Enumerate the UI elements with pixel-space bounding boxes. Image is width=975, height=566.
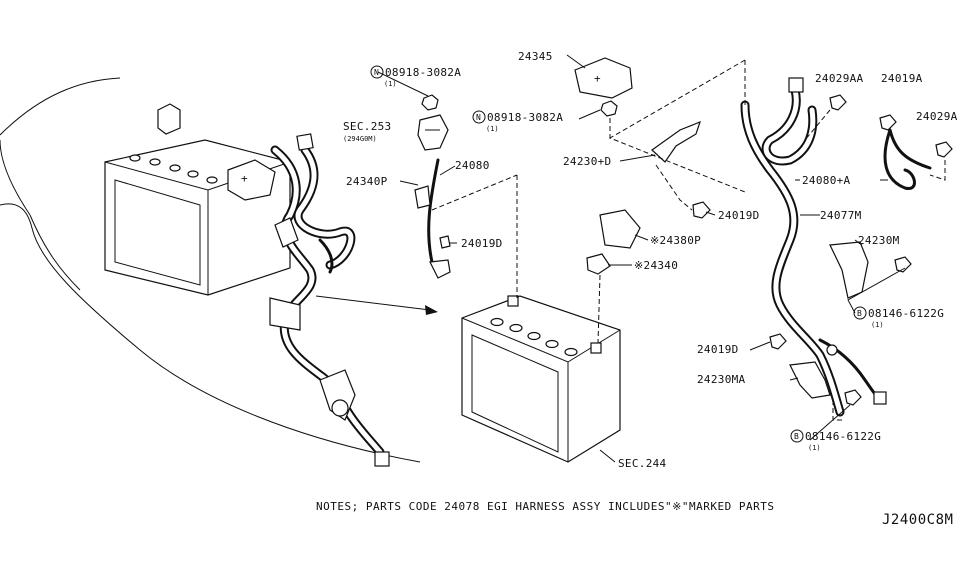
label-sec253-sub: (294G0M) <box>343 135 377 143</box>
label-24019D-a: 24019D <box>461 237 503 250</box>
diagram-code: J2400C8M <box>882 512 953 528</box>
b-symbol-a-text: B <box>857 309 862 318</box>
label-24340: ※24340 <box>634 259 678 272</box>
label-sec244: SEC.244 <box>618 457 667 470</box>
battery-plus-mark: + <box>241 172 248 185</box>
label-24345: 24345 <box>518 50 553 63</box>
label-08918-mid-qty: (1) <box>486 125 499 133</box>
label-24080A: 24080+A <box>802 174 851 187</box>
label-08918-top: 08918-3082A <box>385 66 461 79</box>
label-24077M: 24077M <box>820 209 862 222</box>
label-24029A: 24029A <box>916 110 958 123</box>
n-symbol-top <box>370 65 384 79</box>
center-parts: + <box>414 57 711 279</box>
label-24230M: 24230M <box>858 234 900 247</box>
cover-plus-mark: + <box>594 72 601 85</box>
notes-text: NOTES; PARTS CODE 24078 EGI HARNESS ASSY… <box>316 500 774 513</box>
label-08146-b-qty: (1) <box>808 444 821 452</box>
left-harness <box>269 133 390 467</box>
label-sec253: SEC.253 <box>343 120 391 133</box>
label-24029AA: 24029AA <box>815 72 864 85</box>
label-08146-a-qty: (1) <box>871 321 884 329</box>
direction-arrow <box>315 295 438 315</box>
label-24230MA: 24230MA <box>697 373 746 386</box>
label-24340P: 24340P <box>346 175 388 188</box>
n-symbol-mid-text: N <box>476 113 481 122</box>
label-08146-a: 08146-6122G <box>868 307 944 320</box>
label-24380P: ※24380P <box>650 234 701 247</box>
label-24230D: 24230+D <box>563 155 611 168</box>
b-symbol-b-text: B <box>794 432 799 441</box>
label-24019A: 24019A <box>881 72 923 85</box>
n-symbol-top-text: N <box>374 68 379 77</box>
label-24019D-c: 24019D <box>697 343 739 356</box>
label-08918-top-qty: (1) <box>384 80 397 88</box>
b-symbol-a <box>853 306 867 320</box>
b-symbol-b <box>790 429 804 443</box>
label-24080: 24080 <box>455 159 490 172</box>
leader-lines <box>377 54 946 463</box>
right-harness <box>740 77 953 417</box>
label-08918-mid: 08918-3082A <box>487 111 563 124</box>
center-battery <box>461 295 621 463</box>
label-24019D-b: 24019D <box>718 209 760 222</box>
left-battery: + <box>104 103 291 296</box>
label-08146-b: 08146-6122G <box>805 430 881 443</box>
n-symbol-mid <box>472 110 486 124</box>
vehicle-body-outline <box>0 77 421 463</box>
part-labels: N 08918-3082A (1) 24345 N 08918-3082A (1… <box>343 50 958 470</box>
